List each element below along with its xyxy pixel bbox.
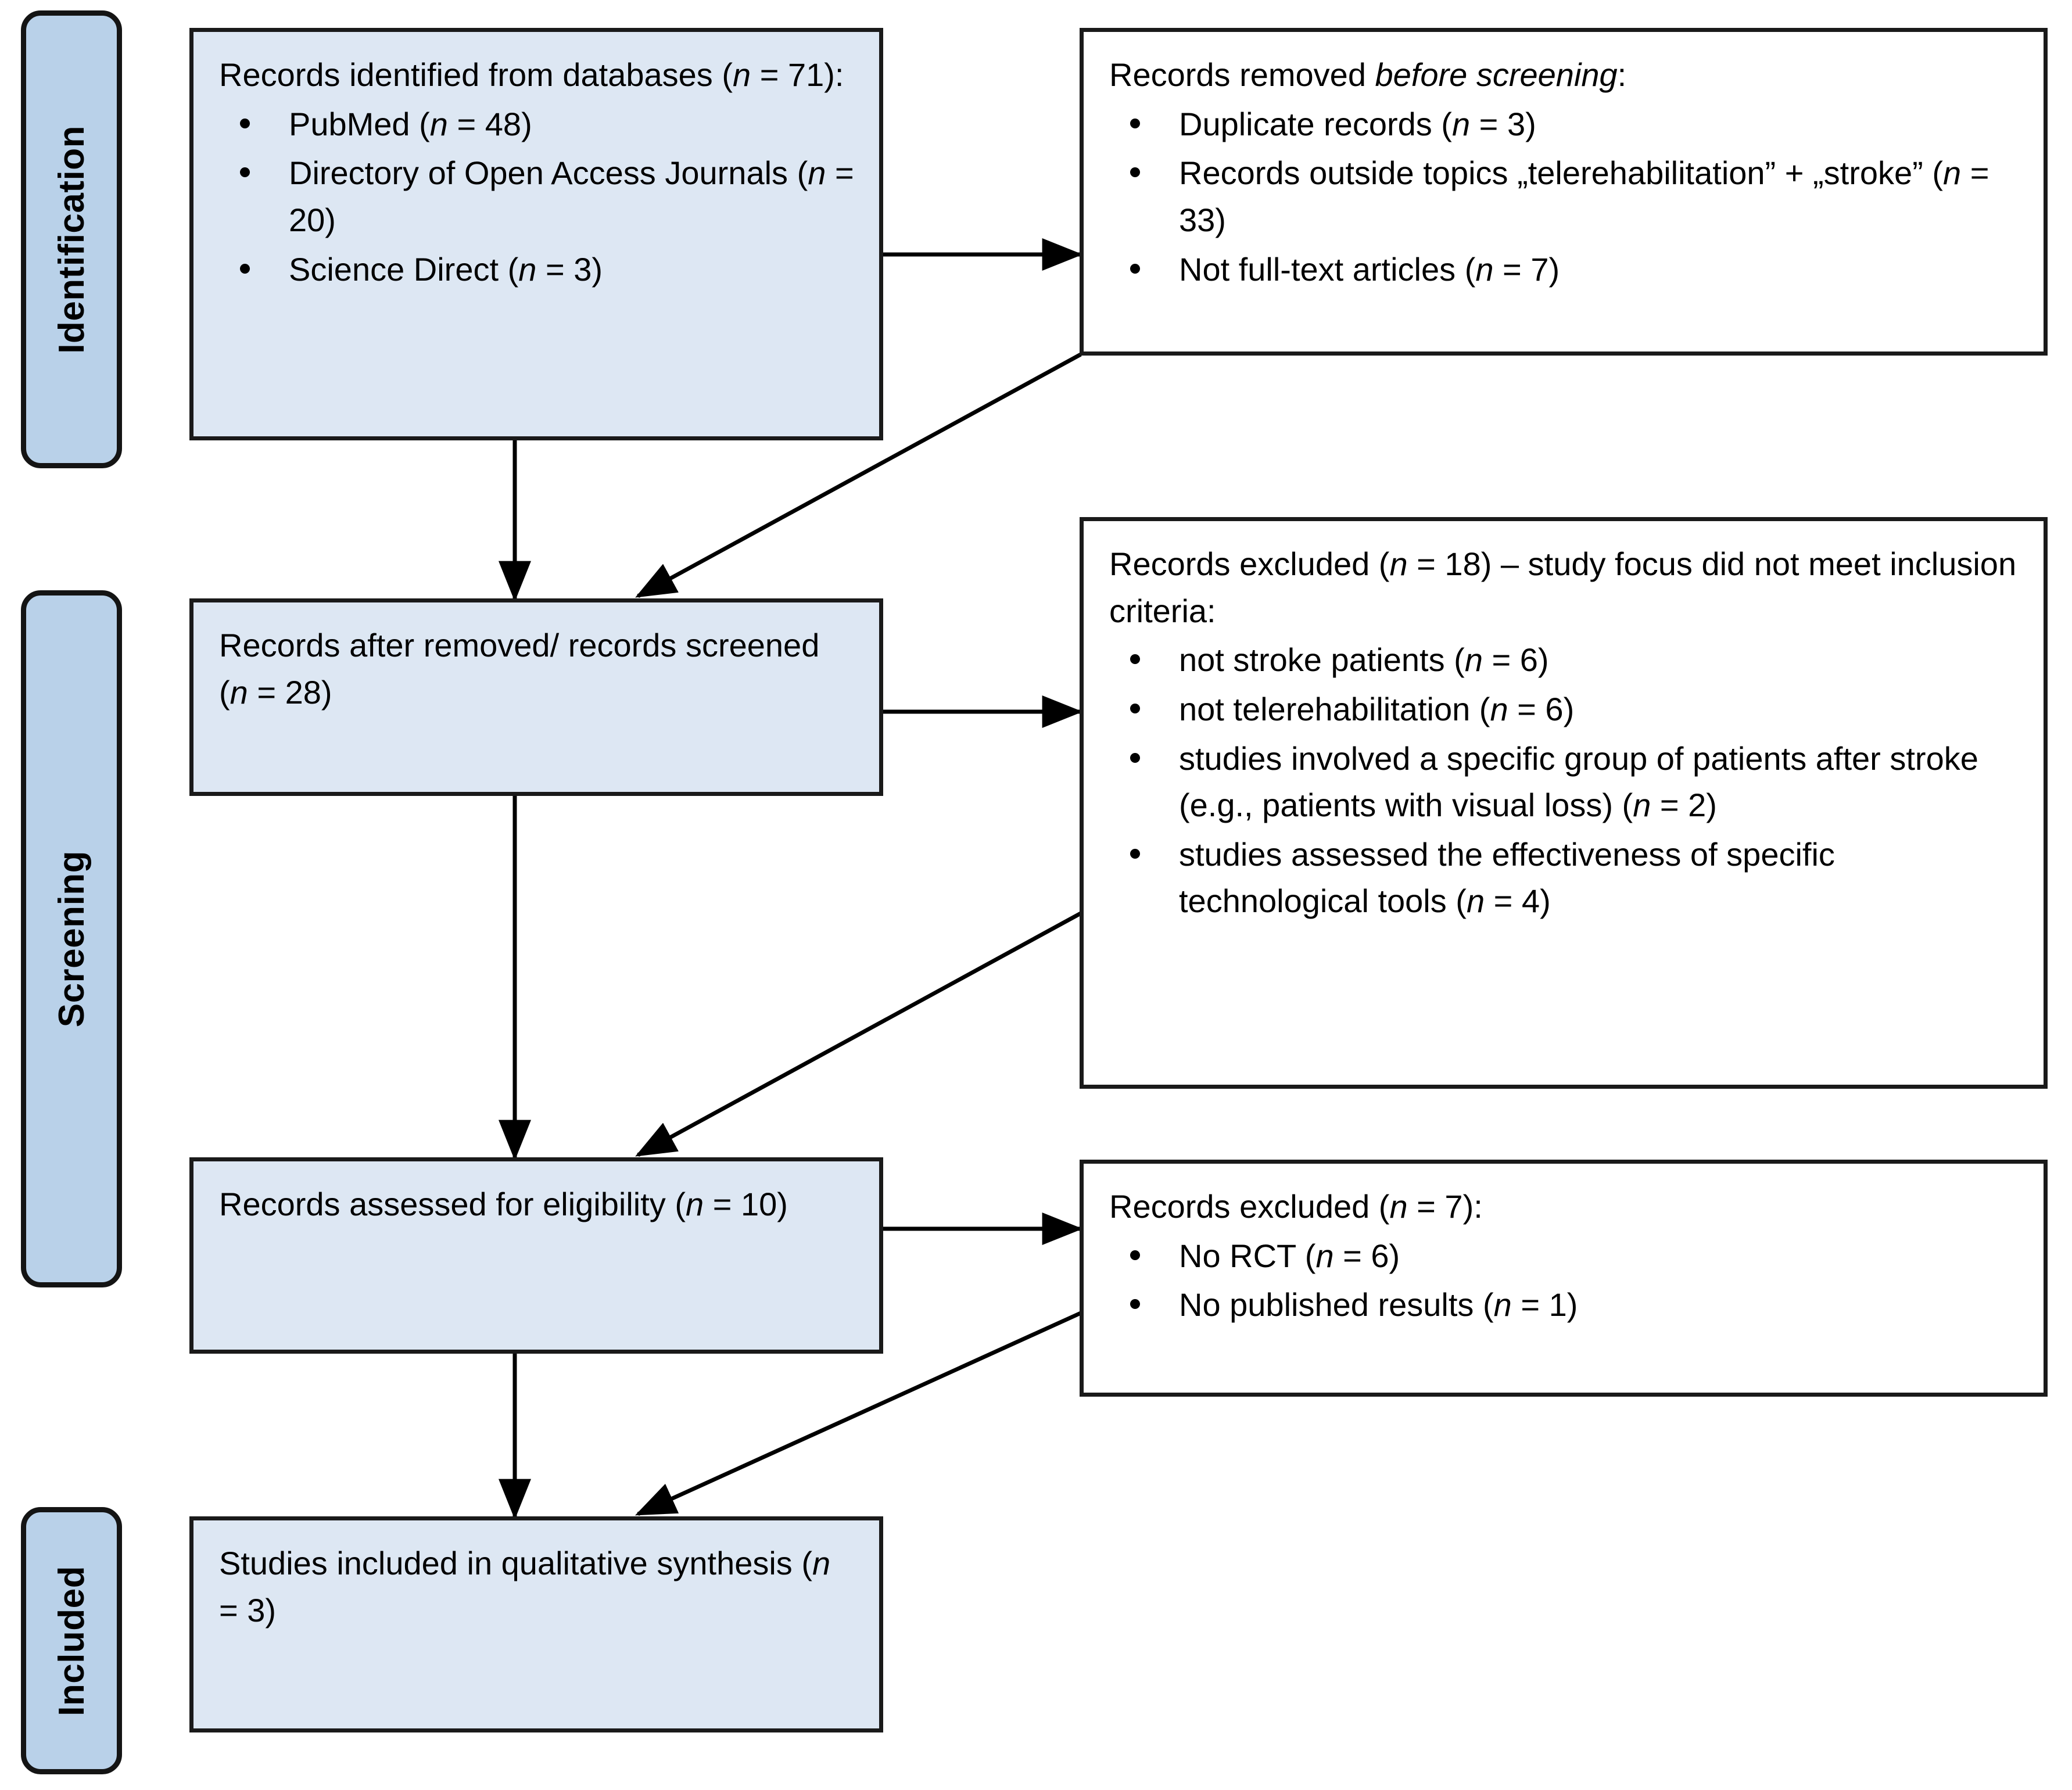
box-records-excluded-screening-lead: Records excluded (n = 18) – study focus … [1109,546,2017,629]
box-records-excluded-eligibility-lead: Records excluded (n = 7): [1109,1188,1483,1225]
phase-tab-included: Included [21,1507,122,1774]
list-item: Science Direct (n = 3) [219,246,856,293]
box-records-identified-list: PubMed (n = 48) Directory of Open Access… [219,101,856,293]
list-item: studies involved a specific group of pat… [1109,736,2020,829]
box-records-removed-before-screening: Records removed before screening: Duplic… [1080,28,2048,356]
box-records-excluded-eligibility: Records excluded (n = 7): No RCT (n = 6)… [1080,1160,2048,1397]
list-item: not stroke patients (n = 6) [1109,637,2020,684]
box-records-assessed-eligibility-lead: Records assessed for eligibility (n = 10… [219,1186,788,1222]
list-item: Directory of Open Access Journals (n = 2… [219,150,856,243]
arrow-excluded-to-eligibility [635,911,1082,1157]
list-item: studies assessed the effectiveness of sp… [1109,831,2020,925]
box-records-excluded-eligibility-list: No RCT (n = 6) No published results (n =… [1109,1233,2020,1329]
list-item: No RCT (n = 6) [1109,1233,2020,1280]
box-studies-included-lead: Studies included in qualitative synthesi… [219,1545,831,1628]
phase-tab-identification: Identification [21,10,122,468]
box-records-excluded-screening-list: not stroke patients (n = 6) not telereha… [1109,637,2020,925]
list-item: Not full-text articles (n = 7) [1109,246,2020,293]
list-item: PubMed (n = 48) [219,101,856,148]
box-records-removed-list: Duplicate records (n = 3) Records outsid… [1109,101,2020,293]
box-records-identified: Records identified from databases (n = 7… [189,28,883,440]
box-studies-included: Studies included in qualitative synthesi… [189,1516,883,1732]
phase-label-screening: Screening [51,850,92,1028]
box-records-screened: Records after removed/ records screened … [189,598,883,796]
box-records-excluded-screening: Records excluded (n = 18) – study focus … [1080,517,2048,1089]
list-item: Records outside topics „telerehabilitati… [1109,150,2020,243]
box-records-identified-lead: Records identified from databases (n = 7… [219,56,844,93]
box-records-removed-lead: Records removed before screening: [1109,56,1627,93]
box-records-screened-lead: Records after removed/ records screened … [219,627,820,711]
box-records-assessed-eligibility: Records assessed for eligibility (n = 10… [189,1157,883,1354]
phase-tab-screening: Screening [21,590,122,1287]
list-item: No published results (n = 1) [1109,1282,2020,1329]
phase-label-identification: Identification [51,125,92,354]
phase-label-included: Included [51,1565,92,1716]
list-item: Duplicate records (n = 3) [1109,101,2020,148]
list-item: not telerehabilitation (n = 6) [1109,686,2020,733]
